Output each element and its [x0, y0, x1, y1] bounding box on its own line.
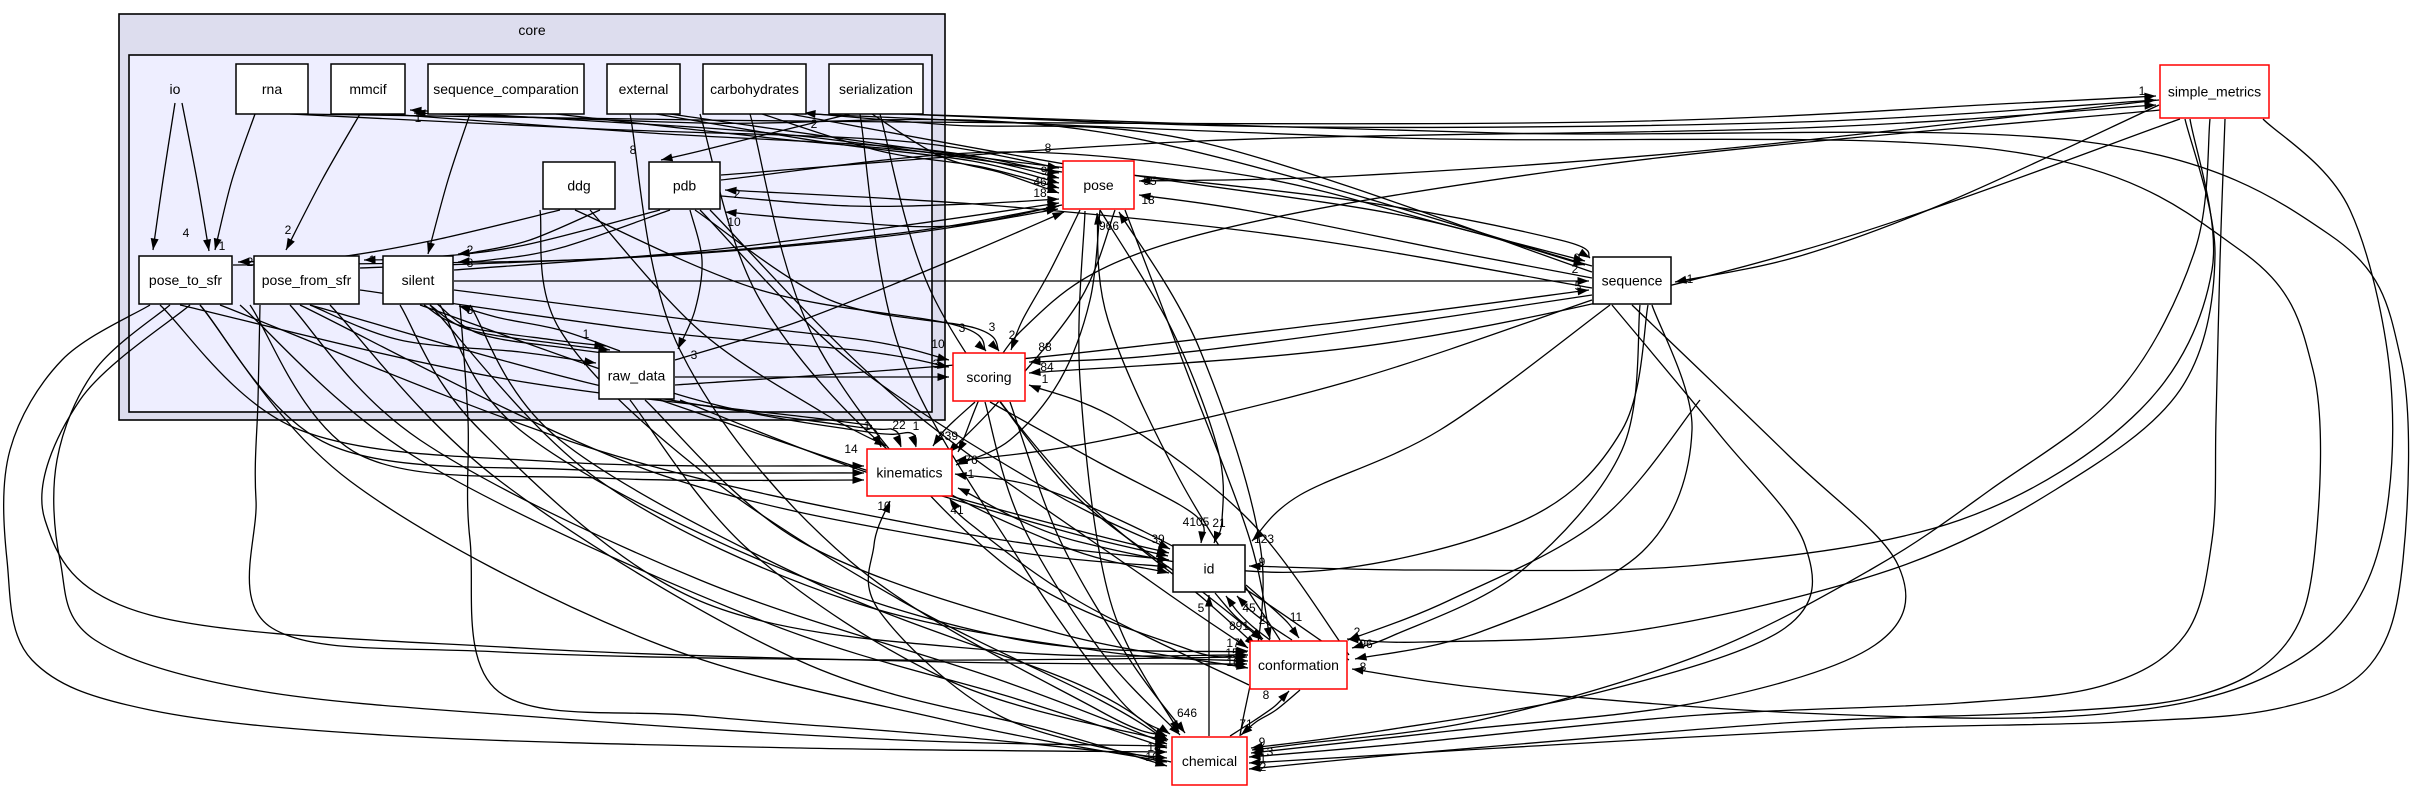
- svg-text:1: 1: [1260, 751, 1267, 765]
- svg-text:simple_metrics: simple_metrics: [2168, 84, 2261, 100]
- svg-text:84: 84: [1040, 360, 1054, 374]
- svg-text:mmcif: mmcif: [349, 81, 386, 97]
- svg-text:9: 9: [1259, 555, 1266, 569]
- svg-text:9: 9: [1041, 164, 1048, 178]
- svg-text:chemical: chemical: [1182, 753, 1237, 769]
- svg-text:kinematics: kinematics: [876, 465, 942, 481]
- svg-text:1: 1: [968, 467, 975, 481]
- svg-text:8: 8: [1360, 660, 1367, 674]
- svg-text:silent: silent: [402, 272, 435, 288]
- svg-text:8: 8: [467, 256, 474, 270]
- svg-text:2: 2: [247, 255, 254, 269]
- svg-text:sequence: sequence: [1602, 273, 1663, 289]
- svg-text:3: 3: [989, 320, 996, 334]
- svg-text:serialization: serialization: [839, 81, 913, 97]
- svg-text:ddg: ddg: [567, 178, 590, 194]
- svg-text:16: 16: [1145, 750, 1159, 764]
- svg-text:96: 96: [1359, 637, 1373, 651]
- svg-text:18: 18: [1141, 193, 1155, 207]
- svg-text:8: 8: [1263, 688, 1270, 702]
- svg-text:3: 3: [467, 303, 474, 317]
- svg-text:11: 11: [1290, 610, 1303, 624]
- svg-text:18: 18: [1147, 740, 1161, 754]
- svg-text:pose_from_sfr: pose_from_sfr: [262, 272, 352, 288]
- svg-text:18: 18: [1033, 186, 1047, 200]
- svg-text:2: 2: [1354, 625, 1361, 639]
- svg-text:scoring: scoring: [966, 369, 1011, 385]
- svg-text:1: 1: [219, 239, 226, 253]
- svg-text:2: 2: [734, 187, 741, 201]
- svg-text:raw_data: raw_data: [608, 368, 666, 384]
- svg-text:8: 8: [630, 143, 637, 157]
- svg-text:io: io: [170, 81, 181, 97]
- svg-text:1: 1: [1687, 272, 1694, 286]
- svg-text:rna: rna: [262, 81, 282, 97]
- svg-text:pose: pose: [1083, 177, 1114, 193]
- svg-text:id: id: [1204, 561, 1215, 577]
- svg-text:external: external: [619, 81, 669, 97]
- svg-text:123: 123: [1254, 532, 1274, 546]
- svg-text:2: 2: [467, 243, 474, 257]
- svg-text:4105: 4105: [1183, 515, 1210, 529]
- svg-text:1: 1: [415, 111, 422, 125]
- svg-text:41: 41: [950, 503, 964, 517]
- svg-text:1: 1: [2139, 84, 2146, 98]
- svg-text:2: 2: [1260, 760, 1267, 774]
- svg-text:1: 1: [369, 253, 376, 267]
- svg-text:5: 5: [1198, 601, 1205, 615]
- svg-text:1: 1: [864, 419, 871, 433]
- svg-text:2: 2: [285, 223, 292, 237]
- svg-text:10: 10: [877, 499, 891, 513]
- svg-text:core: core: [518, 22, 545, 38]
- svg-text:2: 2: [811, 117, 818, 131]
- svg-text:891: 891: [1229, 619, 1249, 633]
- svg-text:22: 22: [892, 418, 906, 432]
- svg-text:4: 4: [183, 226, 190, 240]
- svg-text:8: 8: [1045, 141, 1052, 155]
- svg-text:71: 71: [1239, 717, 1253, 731]
- svg-text:9: 9: [1574, 251, 1581, 265]
- svg-text:10: 10: [931, 337, 945, 351]
- svg-text:2: 2: [1009, 328, 1016, 342]
- svg-text:3: 3: [691, 348, 698, 362]
- svg-text:1: 1: [583, 327, 590, 341]
- svg-text:pdb: pdb: [673, 178, 697, 194]
- svg-text:sequence_comparation: sequence_comparation: [433, 81, 579, 97]
- svg-text:646: 646: [1177, 706, 1197, 720]
- svg-text:17: 17: [1226, 636, 1240, 650]
- svg-text:2: 2: [1259, 613, 1266, 627]
- svg-text:10: 10: [727, 215, 741, 229]
- svg-text:pose_to_sfr: pose_to_sfr: [149, 272, 222, 288]
- svg-text:1: 1: [1042, 372, 1049, 386]
- svg-text:5: 5: [1575, 279, 1582, 293]
- svg-text:9: 9: [1259, 735, 1266, 749]
- svg-text:conformation: conformation: [1258, 657, 1339, 673]
- svg-text:46: 46: [1033, 175, 1047, 189]
- svg-text:3: 3: [1267, 745, 1274, 759]
- svg-text:2: 2: [1572, 262, 1579, 276]
- svg-text:14: 14: [844, 442, 858, 456]
- svg-text:1: 1: [913, 419, 920, 433]
- svg-text:21: 21: [1212, 516, 1226, 530]
- svg-text:carbohydrates: carbohydrates: [710, 81, 799, 97]
- svg-text:3: 3: [959, 321, 966, 335]
